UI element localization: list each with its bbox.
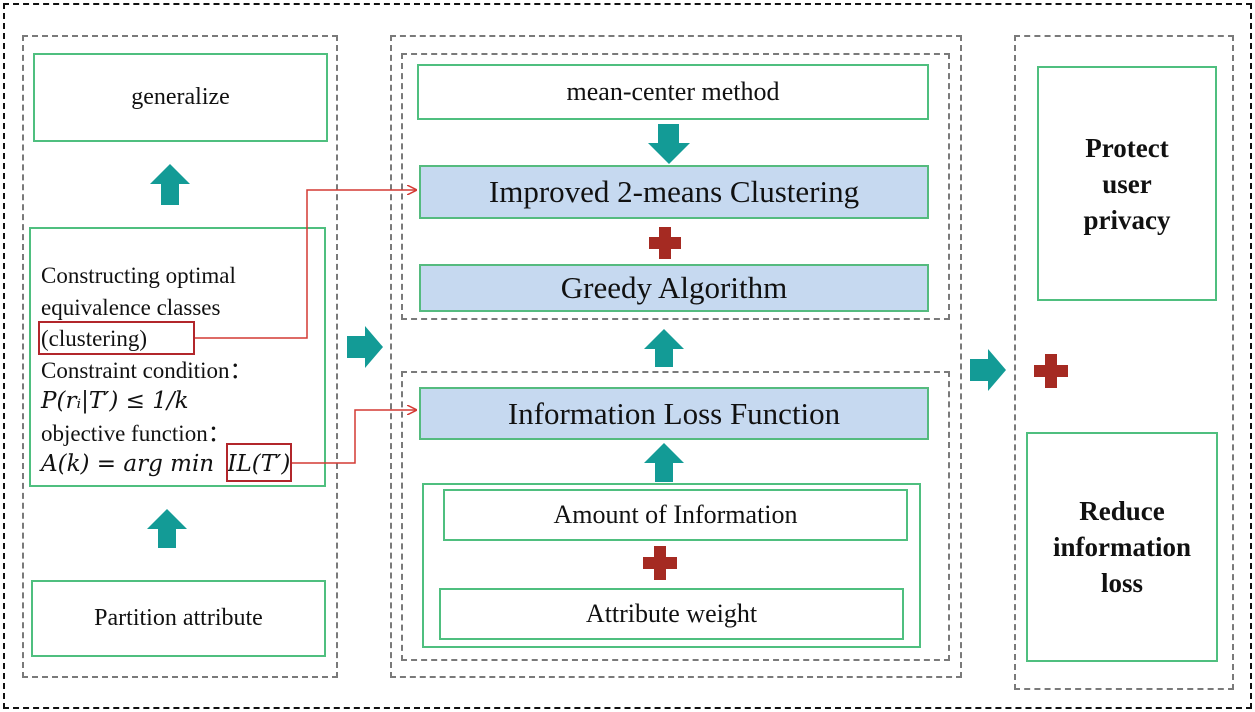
plus-icon-clustering-greedy (649, 227, 681, 259)
mean-center-label: mean-center method (566, 77, 780, 106)
constructing-line2: equivalence classes (41, 294, 221, 320)
reduce-line2: information (1053, 532, 1191, 562)
protect-line2: user (1102, 168, 1152, 199)
right-arrow-middle-to-right (970, 349, 1006, 391)
constructing-line1: Constructing optimal (41, 263, 236, 288)
constructing-text: Constructing optimal equivalence classes… (41, 260, 290, 481)
up-arrow-generalize (150, 164, 190, 205)
right-arrow-left-to-middle (347, 326, 383, 368)
amount-info-label: Amount of Information (553, 500, 798, 529)
greedy-box: Greedy Algorithm (419, 264, 929, 312)
il-highlight (226, 443, 292, 482)
generalize-label: generalize (131, 84, 230, 110)
reduce-line3: loss (1100, 568, 1144, 598)
partition-box: Partition attribute (31, 580, 326, 657)
amount-info-box: Amount of Information (443, 489, 908, 541)
protect-box: Protect user privacy (1037, 66, 1217, 301)
up-arrow-greedy (644, 329, 684, 367)
connector-il-to-info-loss (292, 410, 416, 464)
info-loss-box: Information Loss Function (419, 387, 929, 440)
protect-line1: Protect (1085, 132, 1169, 163)
improved-clustering-box: Improved 2-means Clustering (419, 165, 929, 219)
objective-formula: A(k) = arg min IL(T′) (41, 449, 290, 481)
up-arrow-info-loss (644, 443, 684, 482)
partition-label: Partition attribute (94, 605, 263, 631)
middle-panel (390, 35, 962, 678)
plus-icon-info-weight (643, 546, 677, 580)
down-arrow-mean-center (648, 124, 690, 164)
mean-center-box: mean-center method (417, 64, 929, 120)
reduce-box: Reduce information loss (1026, 432, 1218, 662)
plus-icon-right-panel (1034, 354, 1068, 388)
greedy-label: Greedy Algorithm (560, 270, 788, 305)
attribute-weight-box: Attribute weight (439, 588, 904, 640)
constraint-label: Constraint condition： (41, 357, 253, 383)
objective-formula-il: IL(T′) (227, 451, 291, 477)
improved-clustering-label: Improved 2-means Clustering (488, 174, 860, 209)
generalize-box: generalize (33, 53, 328, 142)
clustering-highlight (38, 321, 195, 355)
objective-formula-prefix: A(k) = arg min (41, 451, 215, 477)
left-panel (22, 35, 338, 678)
clustering-label: (clustering) (41, 326, 148, 351)
objective-label: objective function： (41, 420, 231, 446)
constraint-formula: P(rᵢ|T′) ≤ 1/k (41, 388, 189, 414)
outer-frame (3, 3, 1252, 709)
info-loss-label: Information Loss Function (507, 395, 841, 431)
up-arrow-partition (147, 509, 187, 548)
clustering-group (401, 53, 950, 320)
reduce-line1: Reduce (1079, 496, 1165, 526)
connector-clustering-to-improved (195, 190, 416, 339)
protect-line3: privacy (1083, 204, 1171, 235)
attribute-weight-label: Attribute weight (585, 599, 758, 628)
right-panel (1014, 35, 1234, 690)
info-loss-group (401, 371, 950, 661)
